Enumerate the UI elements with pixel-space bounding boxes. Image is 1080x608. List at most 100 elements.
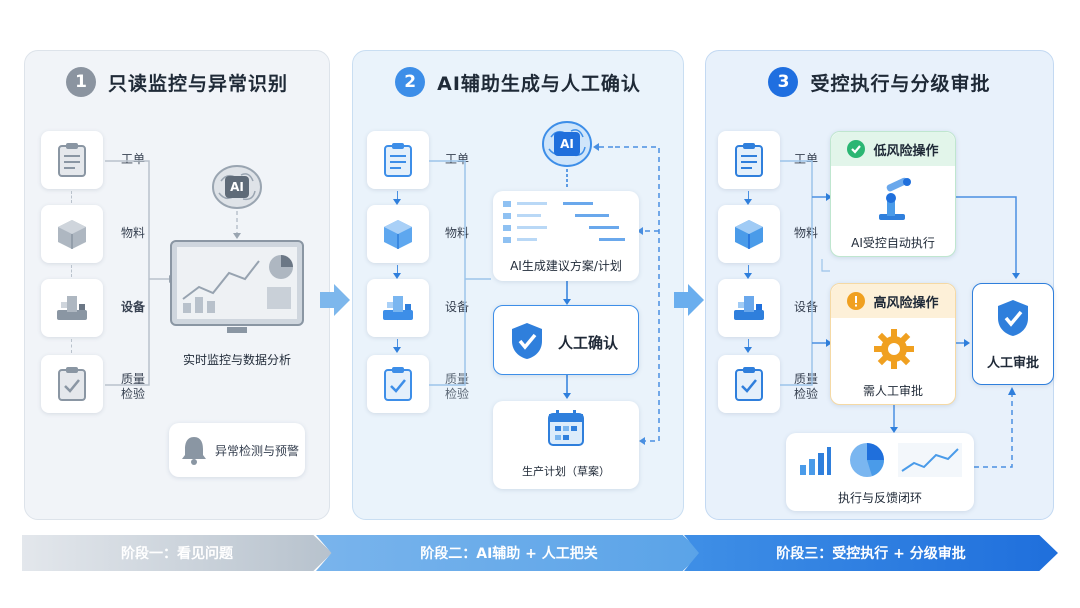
box-icon <box>384 220 412 249</box>
stage-bar-2-label: 阶段二：AI辅助 + 人工把关 <box>420 546 598 562</box>
clipboard-icon <box>58 143 86 177</box>
connector-arrow <box>393 273 401 279</box>
ai-plan-box: AI生成建议方案/计划 <box>493 191 639 281</box>
production-schedule-label: 生产计划（草案） <box>522 465 610 478</box>
alert-label: 异常检测与预警 <box>215 444 300 458</box>
connector-arrow <box>393 199 401 205</box>
material-label: 物料 <box>445 226 470 240</box>
connector <box>397 191 398 201</box>
material-item <box>41 205 103 263</box>
stage-bar-3-label: 阶段三：受控执行 + 分级审批 <box>776 546 966 562</box>
alert-box: 异常检测与预警 <box>169 423 305 477</box>
stage2-flow-lines <box>429 143 660 445</box>
stage3-title-text: 受控执行与分级审批 <box>810 72 991 95</box>
connector <box>748 191 749 201</box>
stage3-panel: 3 受控执行与分级审批 工单 物料 设备 质量 检验 <box>705 50 1054 520</box>
checklist-icon <box>58 367 86 401</box>
box-icon <box>58 220 86 249</box>
work-order-item <box>41 131 103 189</box>
monitor-label: 实时监控与数据分析 <box>182 353 291 367</box>
bell-icon <box>182 437 206 465</box>
calendar-icon <box>548 410 584 446</box>
quality-item <box>718 355 780 413</box>
equipment-item <box>718 279 780 337</box>
stage1-title-text: 只读监控与异常识别 <box>107 72 288 95</box>
check-circle-icon <box>847 140 866 158</box>
low-risk-header: 低风险操作 <box>831 132 955 166</box>
quality-label-line1: 质量 <box>445 372 470 386</box>
ai-brain-chip: AI <box>541 119 593 169</box>
human-confirm-box: 人工确认 <box>493 305 639 375</box>
stage1-number: 1 <box>65 67 96 97</box>
stage-bar-1-label: 阶段一：看见问题 <box>121 546 233 562</box>
stage3-number: 3 <box>768 67 799 97</box>
shield-check-icon <box>998 300 1028 336</box>
work-order-label: 工单 <box>445 152 470 166</box>
feedback-loop-box: 执行与反馈闭环 <box>786 433 974 511</box>
equipment-label: 设备 <box>445 300 470 314</box>
quality-item <box>41 355 103 413</box>
work-order-label: 工单 <box>121 152 146 166</box>
connector <box>397 265 398 275</box>
quality-label: 质量 检验 <box>445 372 469 402</box>
quality-label-line1: 质量 <box>121 372 146 386</box>
quality-item <box>367 355 429 413</box>
stage2-number: 2 <box>395 67 426 97</box>
warning-icon <box>847 292 866 310</box>
quality-label-line2: 检验 <box>794 387 819 401</box>
clipboard-icon <box>735 143 763 177</box>
checklist-icon <box>735 367 763 401</box>
stage-transition-arrow <box>320 284 350 316</box>
high-risk-label: 高风险操作 <box>873 295 939 311</box>
stage1-panel: 1 只读监控与异常识别 工单 物料 设备 质量 检验 AI <box>24 50 330 520</box>
low-risk-label: 低风险操作 <box>873 143 939 159</box>
production-schedule-box: 生产计划（草案） <box>493 401 639 489</box>
shield-check-icon <box>512 323 542 359</box>
human-approval-box: 人工审批 <box>972 283 1054 385</box>
human-approval-label: 人工审批 <box>986 356 1039 371</box>
connector <box>71 191 72 203</box>
feedback-loop-label: 执行与反馈闭环 <box>837 491 922 505</box>
high-risk-header: 高风险操作 <box>831 284 955 318</box>
low-risk-action-label: AI受控自动执行 <box>851 236 935 250</box>
material-item <box>718 205 780 263</box>
ai-chip-label: AI <box>225 176 249 198</box>
stage-bar-1: 阶段一：看见问题 <box>22 535 332 571</box>
machine-icon <box>383 296 413 320</box>
gantt-chart-icon <box>503 201 625 243</box>
checklist-icon <box>384 367 412 401</box>
connector <box>397 339 398 349</box>
stage2-panel: 2 AI辅助生成与人工确认 工单 物料 设备 质量 检验 <box>352 50 684 520</box>
equipment-item <box>41 279 103 337</box>
low-risk-box: 低风险操作 AI受控自动执行 <box>830 131 956 257</box>
ai-chip-label: AI <box>554 132 580 156</box>
stage2-title: 2 AI辅助生成与人工确认 <box>353 67 683 97</box>
human-confirm-label: 人工确认 <box>558 334 619 352</box>
work-order-item <box>367 131 429 189</box>
connector-arrow <box>744 273 752 279</box>
quality-label: 质量 检验 <box>121 372 145 402</box>
machine-icon <box>734 296 764 320</box>
quality-label-line2: 检验 <box>445 387 470 401</box>
connector-arrow <box>744 347 752 353</box>
stage3-flow-lines <box>780 160 1020 468</box>
equipment-item <box>367 279 429 337</box>
stage3-title: 3 受控执行与分级审批 <box>706 67 1053 97</box>
material-label: 物料 <box>121 226 146 240</box>
high-risk-action-label: 需人工审批 <box>862 384 923 398</box>
connector-arrow <box>393 347 401 353</box>
quality-label-line2: 检验 <box>121 387 146 401</box>
connector <box>71 265 72 277</box>
stage2-title-text: AI辅助生成与人工确认 <box>437 72 641 95</box>
connector <box>748 339 749 349</box>
monitor-icon <box>170 240 304 333</box>
high-risk-box: 高风险操作 需人工审批 <box>830 283 956 405</box>
robot-arm-icon <box>879 177 911 220</box>
monitor-dashboard <box>169 239 305 335</box>
connector <box>71 339 72 353</box>
ai-brain-chip: AI <box>211 163 263 211</box>
stage-bar-2: 阶段二：AI辅助 + 人工把关 <box>316 535 702 571</box>
stage-transition-arrow <box>674 284 704 316</box>
connector-arrow <box>744 199 752 205</box>
gear-icon <box>874 329 914 369</box>
